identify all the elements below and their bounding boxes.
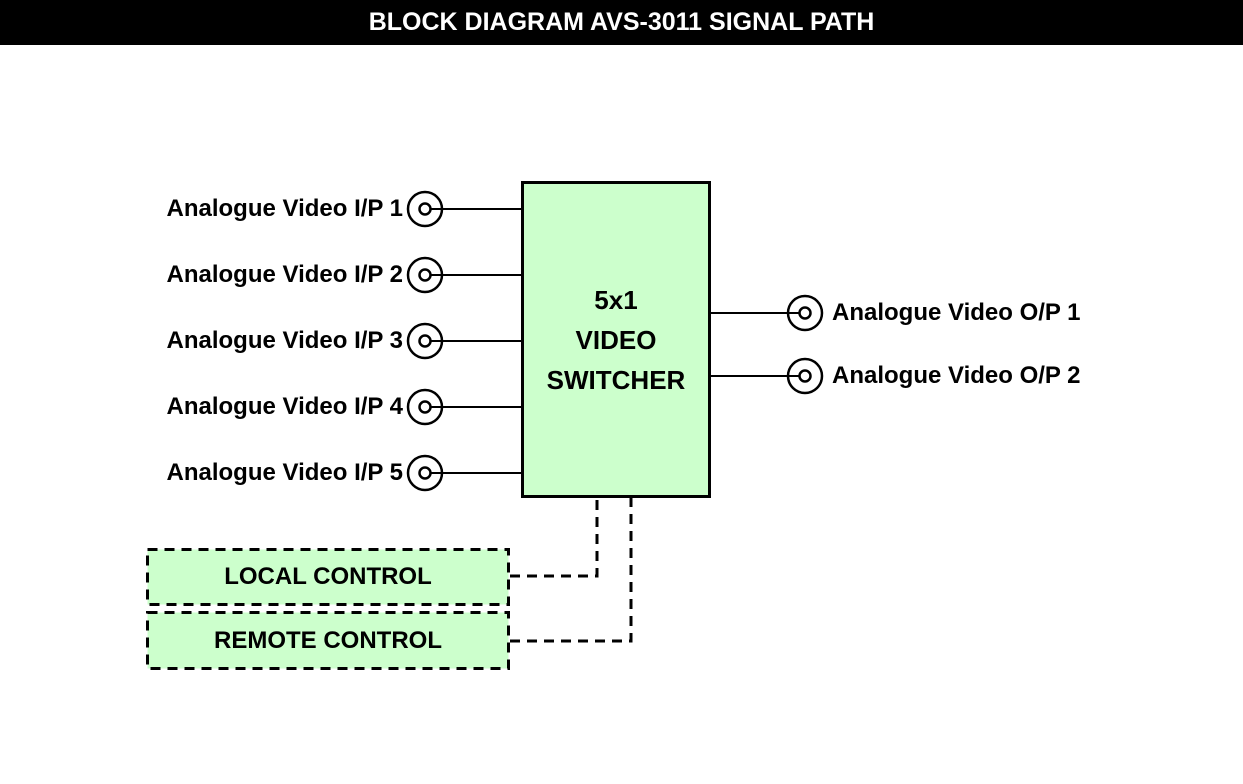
switcher-label-line2: VIDEO	[575, 324, 657, 355]
output-label-1: Analogue Video O/P 1	[832, 299, 1081, 326]
remote-control-box-outline	[146, 611, 510, 670]
input-label-1: Analogue Video I/P 1	[166, 195, 403, 222]
input-connector-5	[406, 454, 521, 492]
remote-control-connection-line	[510, 498, 633, 643]
input-label-3: Analogue Video I/P 3	[166, 327, 403, 354]
input-connector-3	[406, 322, 521, 360]
title-bar: BLOCK DIAGRAM AVS-3011 SIGNAL PATH	[0, 0, 1243, 45]
output-connector-2	[711, 357, 824, 395]
input-label-4: Analogue Video I/P 4	[166, 393, 403, 420]
input-connector-1	[406, 190, 521, 228]
local-control-box: LOCAL CONTROL	[224, 563, 432, 590]
switcher-label-line3: SWITCHER	[546, 364, 686, 395]
input-connector-2	[406, 256, 521, 294]
local-control-box-outline	[146, 548, 510, 606]
input-label-2: Analogue Video I/P 2	[166, 261, 403, 288]
diagram-title: BLOCK DIAGRAM AVS-3011 SIGNAL PATH	[368, 8, 875, 36]
switcher-label-line1: 5x1	[594, 284, 638, 315]
output-label-2: Analogue Video O/P 2	[832, 362, 1081, 389]
input-connector-4	[406, 388, 521, 426]
remote-control-box: REMOTE CONTROL	[214, 626, 442, 654]
output-connector-1	[711, 294, 824, 332]
input-label-5: Analogue Video I/P 5	[166, 459, 403, 486]
video-switcher-block: 5x1 VIDEO SWITCHER	[521, 181, 711, 498]
local-control-connection-line	[510, 498, 599, 578]
